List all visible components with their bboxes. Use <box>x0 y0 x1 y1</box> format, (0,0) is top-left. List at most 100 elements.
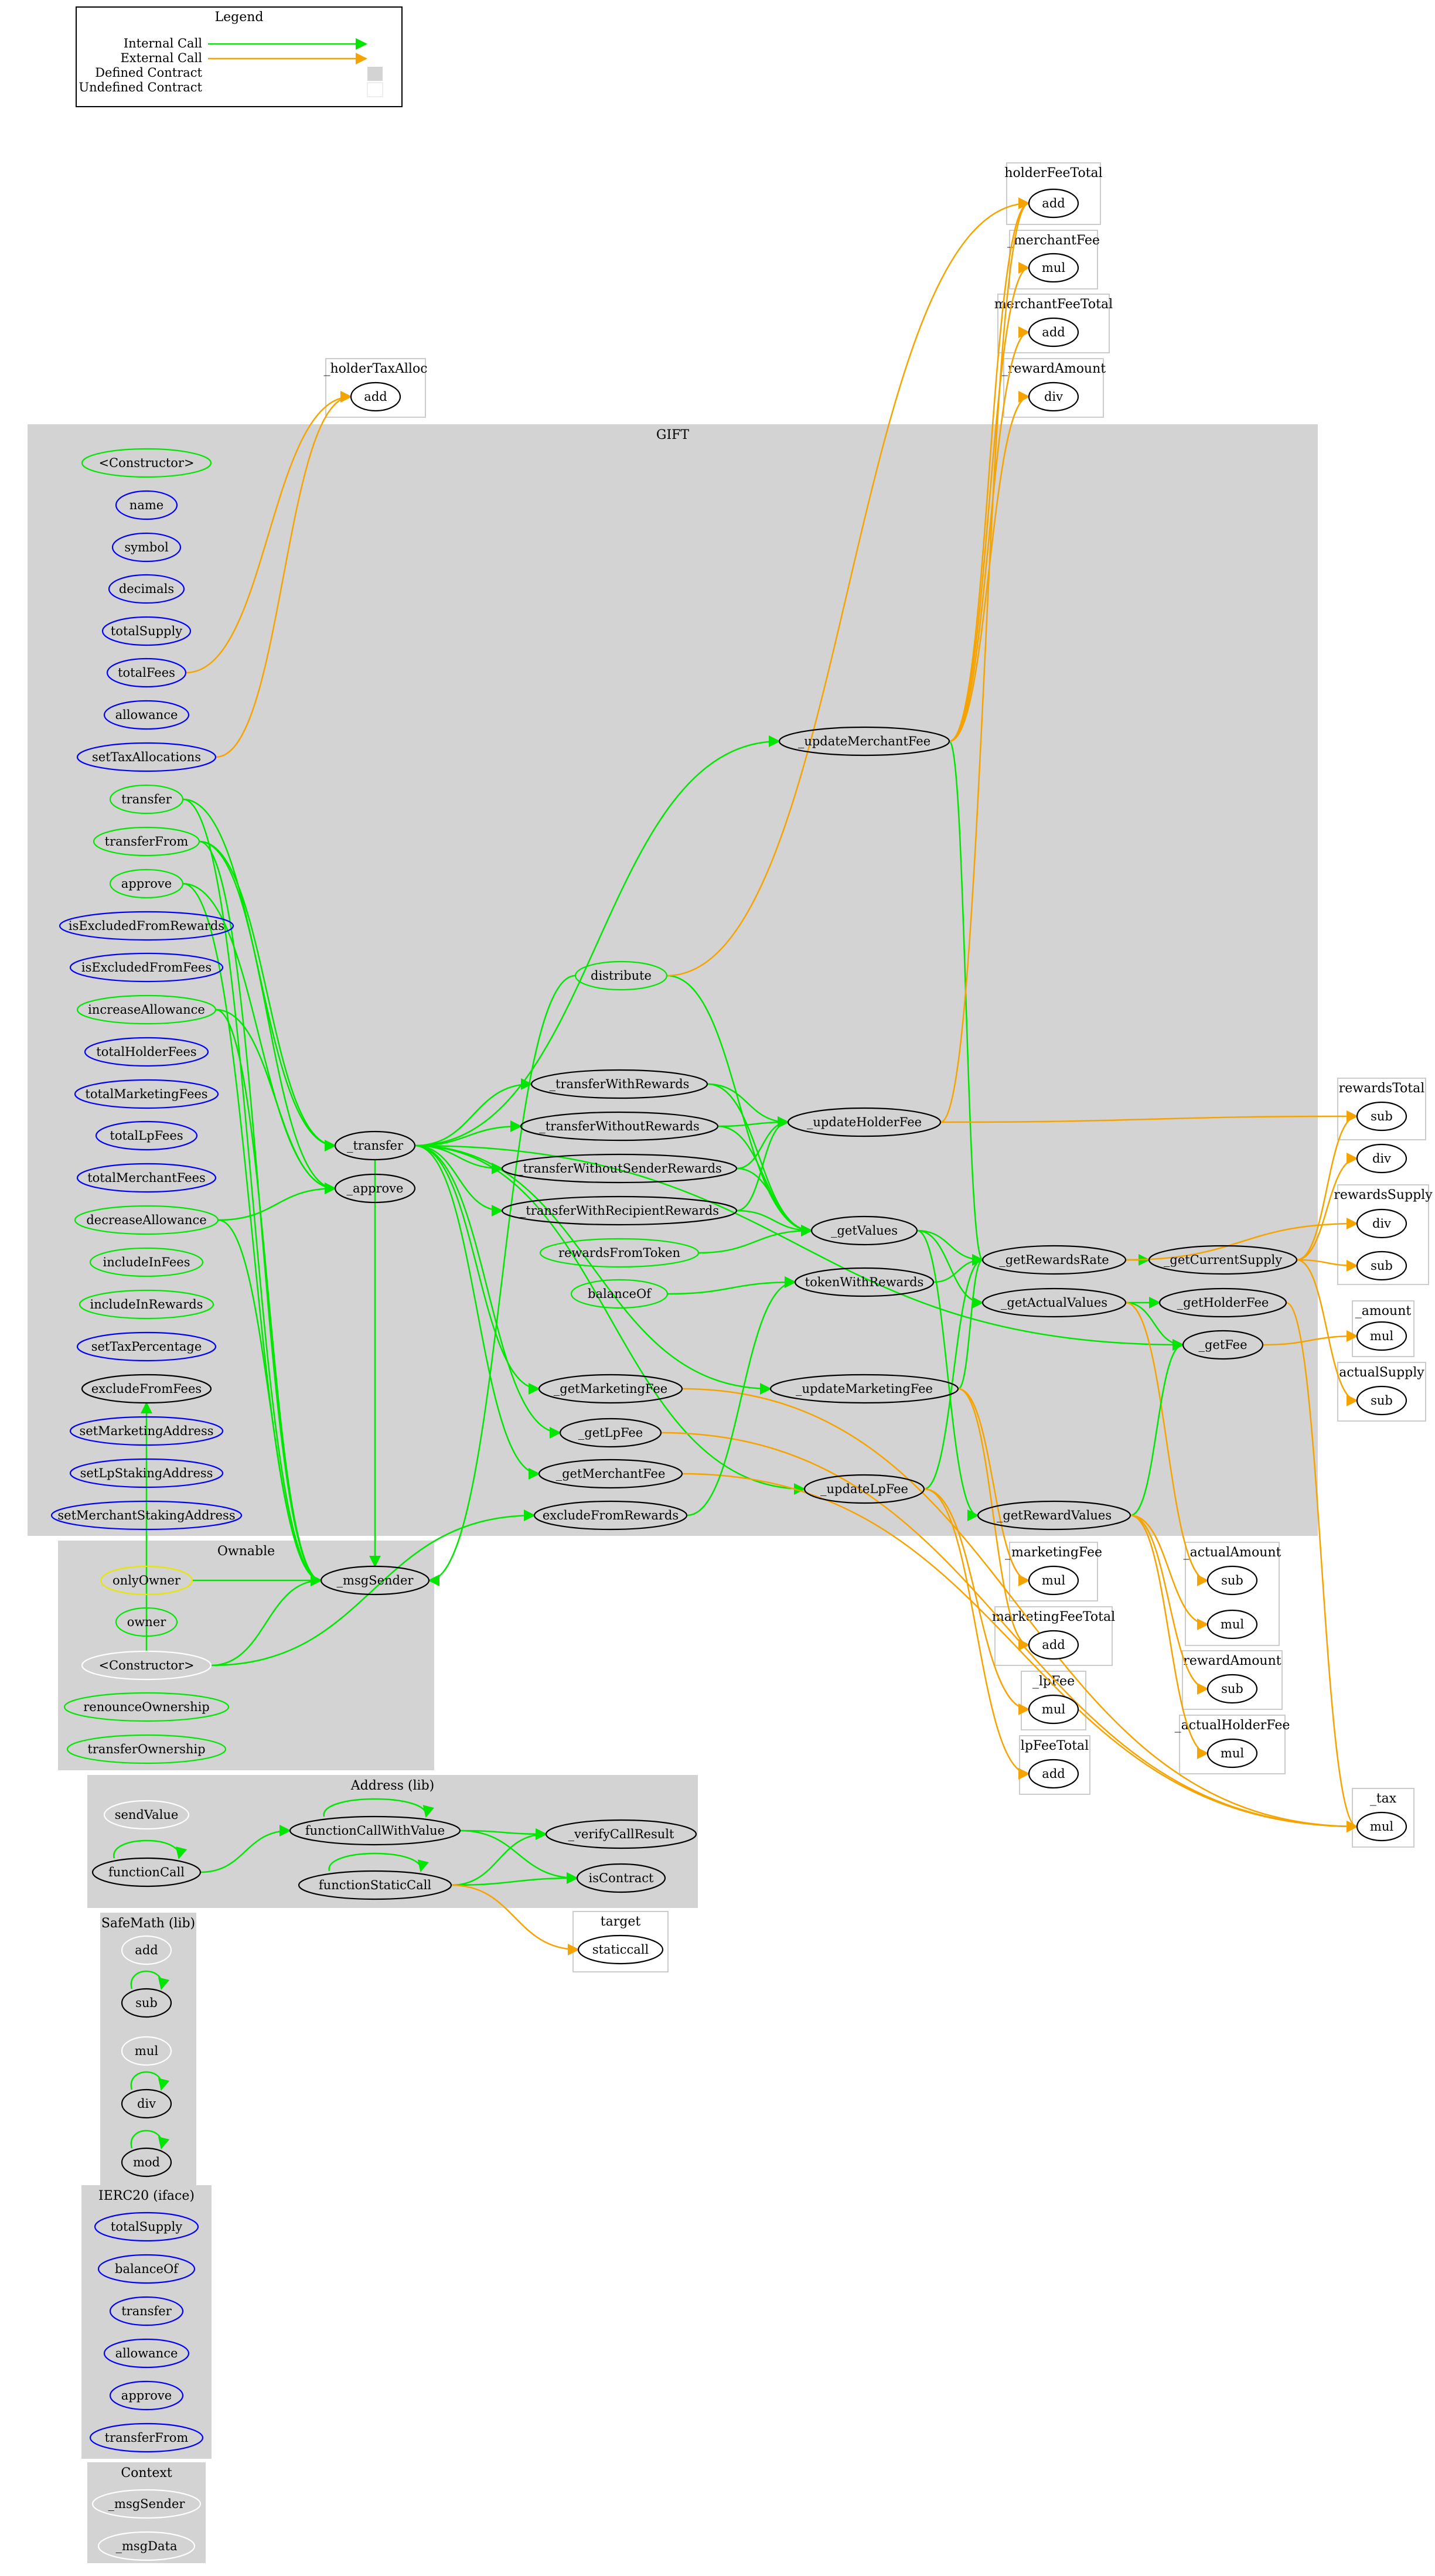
node-label-gift-getrewardsrate: _getRewardsRate <box>999 1253 1109 1267</box>
node-label-gift-distribute: distribute <box>591 969 652 983</box>
node-label-sm-div: div <box>137 2097 156 2111</box>
edge-gift-getholderfee-to-u-tax-mul <box>1286 1301 1358 1832</box>
node-label-gift-constructor: <Constructor> <box>98 456 194 470</box>
node-gift-isexcludedfromfees: isExcludedFromFees <box>69 952 224 983</box>
node-gift-transferfrom: transferFrom <box>93 826 200 857</box>
cluster-label-merchantfeetotal: merchantFeeTotal <box>994 297 1113 312</box>
edge-gift-rewardsfromtoken-to-gift-getvalues <box>698 1225 813 1254</box>
edge-gift-updatemerchantfee-to-u-merchantfeetotal-add <box>949 326 1030 742</box>
edge-gift-getmarketingfee-to-u-tax-mul <box>681 1388 1358 1832</box>
edge-gift-updateholderfee-to-u-rewardstotal-sub <box>940 1110 1358 1123</box>
node-label-gift-transfer: _transfer <box>347 1139 404 1153</box>
node-sm-sub: sub <box>121 1988 172 2018</box>
node-ierc-approve: approve <box>109 2380 184 2411</box>
node-u-marketingfee-mul: mul <box>1028 1565 1079 1596</box>
node-label-own-msgsender: _msgSender <box>337 1573 414 1587</box>
node-sm-div: div <box>121 2088 172 2119</box>
node-ierc-transfer: transfer <box>109 2296 184 2326</box>
node-label-ierc-approve: approve <box>121 2388 172 2403</box>
node-gift-getactualvalues: _getActualValues <box>981 1287 1127 1318</box>
node-label-u-rewardssupply-sub: sub <box>1371 1259 1393 1273</box>
cluster-rewardamountu: _rewardAmount <box>1001 358 1106 418</box>
edge-gift-increaseallowance-to-gift-approve <box>215 1008 336 1194</box>
edge-addr-functioncallwithvalue-to-addr-iscontract <box>459 1829 578 1884</box>
cluster-label-rewardamount: rewardAmount <box>1183 1654 1281 1668</box>
node-label-addr-verifycallresult: _verifyCallResult <box>568 1827 674 1841</box>
edge-gift-decreaseallowance-to-gift-approve <box>217 1183 336 1221</box>
node-u-rewardssupply-div: div <box>1356 1208 1407 1239</box>
node-gift-transferwithoutsenderrewards: _transferWithoutSenderRewards <box>501 1153 738 1184</box>
node-gift-symbol: symbol <box>111 532 182 563</box>
edge-gift-getrewardsrate-to-u-rewardssupply-div <box>1125 1218 1358 1261</box>
node-gift-balanceof: balanceOf <box>570 1279 669 1309</box>
node-label-u-actualamount-sub: sub <box>1221 1573 1243 1587</box>
node-label-gift-tokenwithrewards: tokenWithRewards <box>805 1275 924 1289</box>
edge-gift-updateholderfee-to-u-holderfeetotal-add <box>940 197 1030 1123</box>
node-sm-add: add <box>121 1935 172 1965</box>
node-gift-includeinfees: includeInFees <box>89 1247 204 1277</box>
edge-addr-functioncallwithvalue-to-addr-functioncallwithvalue <box>323 1798 434 1818</box>
node-label-u-target-staticcall: staticcall <box>592 1943 649 1957</box>
node-sm-mod: mod <box>121 2147 172 2178</box>
node-addr-functioncallwithvalue: functionCallWithValue <box>289 1815 461 1846</box>
node-u-rewardssupply-sub: sub <box>1356 1250 1407 1281</box>
edge-gift-transfer-to-gift-updatemarketingfee <box>414 1144 772 1395</box>
legend-label-2: Defined Contract <box>95 66 202 80</box>
node-label-addr-sendvalue: sendValue <box>115 1808 179 1822</box>
edge-gift-updatelpfee-to-gift-getrewardsrate <box>923 1254 984 1490</box>
node-label-own-renounceownership: renounceOwnership <box>83 1700 210 1714</box>
node-label-u-rewardamountu-div: div <box>1044 390 1063 404</box>
edge-gift-getfee-to-u-amount-mul <box>1262 1330 1358 1346</box>
edge-gift-increaseallowance-to-own-msgsender <box>215 1008 322 1586</box>
node-gift-settaxallocations: setTaxAllocations <box>76 742 217 772</box>
node-u-tax-mul: mul <box>1356 1811 1407 1842</box>
node-label-u-merchantfeetotal-add: add <box>1042 325 1065 339</box>
node-label-gift-approve: approve <box>121 877 172 891</box>
edge-gift-getactualvalues-to-u-actualamount-sub <box>1125 1301 1209 1586</box>
cluster-label-actualsupply: actualSupply <box>1339 1365 1424 1380</box>
legend-label-3: Undefined Contract <box>79 80 202 94</box>
edge-gift-transfer-to-gift-updatelpfee <box>414 1144 806 1495</box>
cluster-label-actualholderfee: _actualHolderFee <box>1175 1718 1290 1733</box>
cluster-label-tax: _tax <box>1370 1791 1397 1806</box>
node-label-gift-decimals: decimals <box>119 582 174 596</box>
legend-label-0: Internal Call <box>124 36 202 50</box>
node-u-holdertaxalloc-add: add <box>350 381 401 412</box>
node-label-ierc-totalsupply: totalSupply <box>111 2220 182 2234</box>
cluster-label-address: Address (lib) <box>350 1778 434 1793</box>
node-label-gift-symbol: symbol <box>124 540 169 554</box>
node-label-gift-includeinrewards: includeInRewards <box>90 1297 203 1311</box>
node-label-own-owner: owner <box>127 1615 167 1629</box>
node-own-msgsender: _msgSender <box>320 1565 430 1596</box>
cluster-label-lpfeetotal: lpFeeTotal <box>1021 1739 1089 1753</box>
node-gift-totalmerchantfees: totalMerchantFees <box>76 1163 217 1193</box>
node-gift-name: name <box>115 490 178 520</box>
node-gift-excludefromfees: excludeFromFees <box>81 1374 212 1404</box>
node-gift-getmarketingfee: _getMarketingFee <box>538 1374 683 1404</box>
node-label-gift-transferfrom: transferFrom <box>105 834 189 849</box>
edge-gift-transfer-to-gift-updatemerchantfee <box>414 735 780 1147</box>
edge-addr-functionstaticcall-to-addr-functionstaticcall <box>328 1852 430 1872</box>
node-gift-setmerchantstakingaddress: setMerchantStakingAddress <box>50 1500 243 1531</box>
edge-gift-getrewardvalues-to-gift-getfee <box>1130 1339 1184 1517</box>
node-gift-isexcludedfromrewards: isExcludedFromRewards <box>59 911 234 941</box>
node-label-gift-totalfees: totalFees <box>118 666 175 680</box>
edge-gift-getcurrentsupply-to-u-rewardstotal-div <box>1296 1153 1358 1261</box>
node-own-constructor: <Constructor> <box>81 1650 212 1681</box>
edge-gift-getcurrentsupply-to-u-rewardssupply-sub <box>1296 1259 1358 1272</box>
node-label-gift-includeinfees: includeInFees <box>103 1255 190 1269</box>
edge-gift-getrewardvalues-to-u-actualholderfee-mul <box>1130 1514 1209 1759</box>
node-gift-totallpfees: totalLpFees <box>95 1120 198 1151</box>
node-gift-transferwithrewards: _transferWithRewards <box>530 1069 708 1099</box>
edge-gift-transfer-to-gift-getlpfee <box>414 1144 561 1439</box>
edge-own-constructor-to-own-msgsender <box>210 1575 322 1667</box>
node-label-u-rewardamount-sub: sub <box>1221 1682 1243 1696</box>
edge-gift-distribute-to-u-holderfeetotal-add <box>666 197 1030 977</box>
edge-gift-transfer-to-gift-getmerchantfee <box>414 1144 540 1480</box>
cluster-label-ierc20: IERC20 (iface) <box>98 2189 195 2203</box>
node-label-u-lpfee-mul: mul <box>1042 1702 1065 1716</box>
node-label-gift-getfee: _getFee <box>1198 1338 1247 1352</box>
node-gift-getcurrentsupply: _getCurrentSupply <box>1148 1245 1298 1275</box>
node-u-actualsupply-sub: sub <box>1356 1385 1407 1416</box>
